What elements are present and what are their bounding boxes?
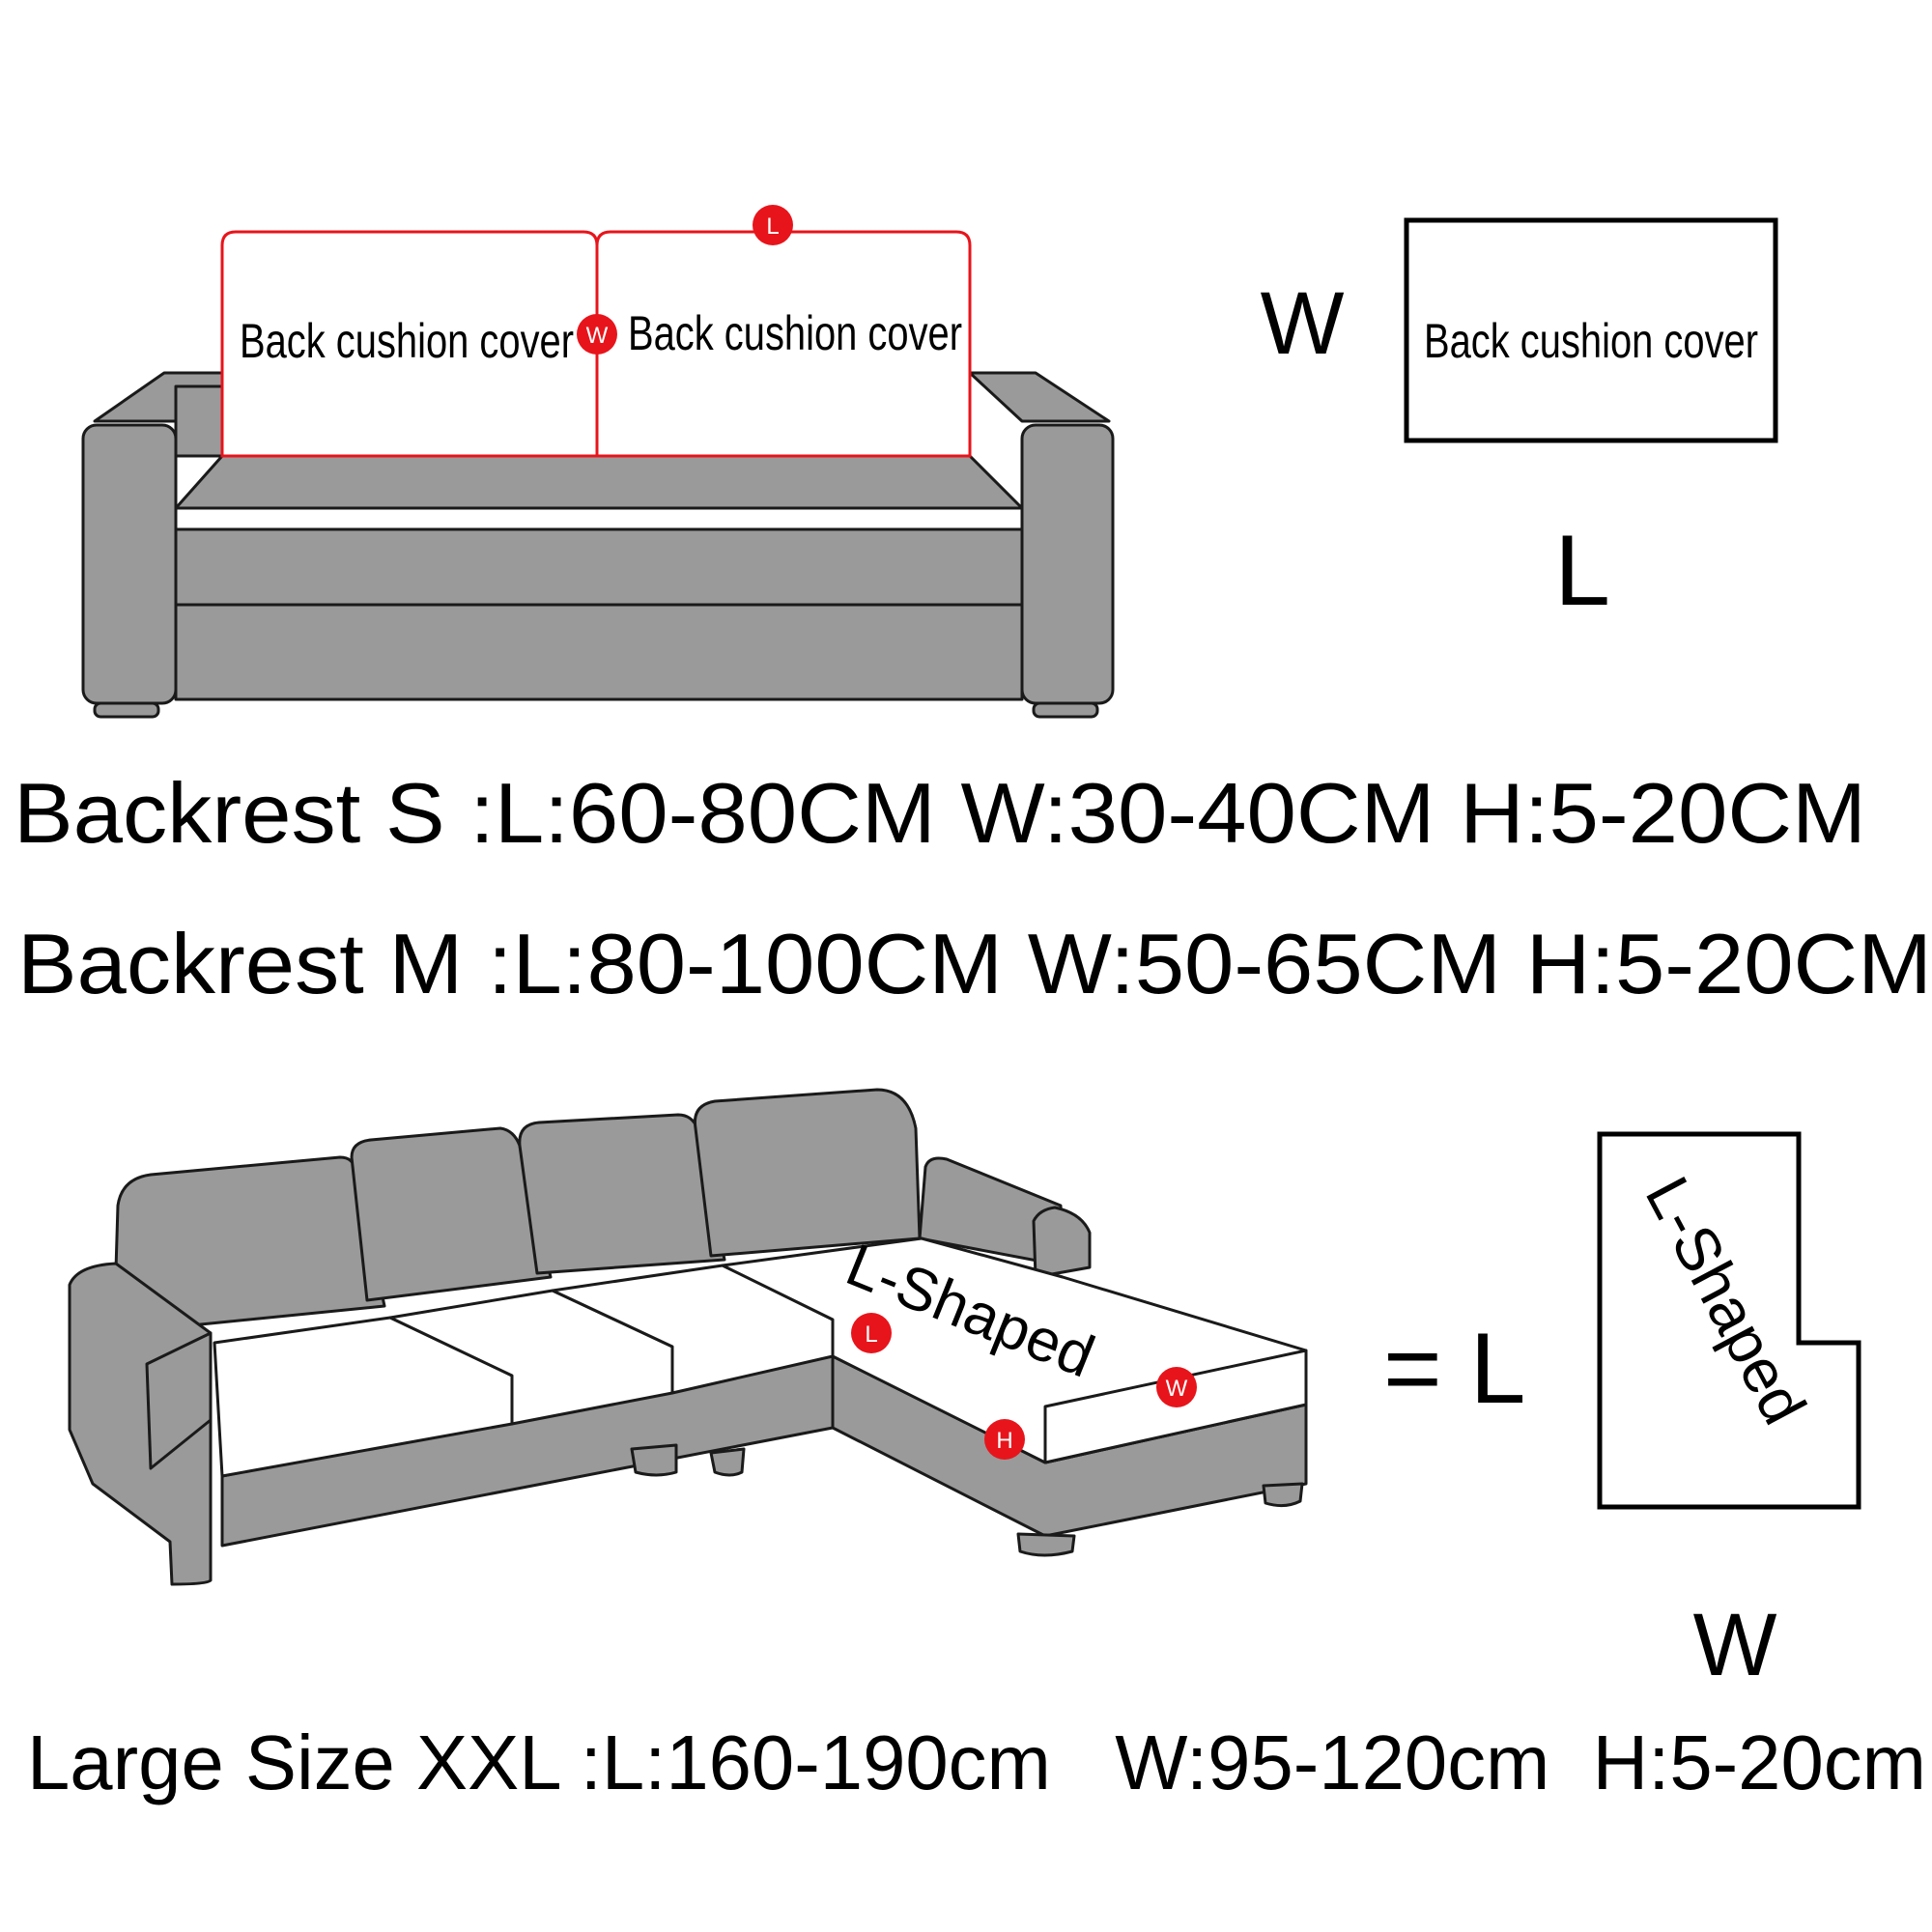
top-sofa-marker-w: W <box>577 314 617 355</box>
l-sofa-foot-1 <box>630 1443 678 1477</box>
top-sofa-marker-w-text: W <box>586 323 609 349</box>
l-sofa-marker-h: H <box>984 1419 1025 1460</box>
top-sofa-left-foot <box>93 701 160 719</box>
l-sofa-seat-covers <box>213 1236 1308 1478</box>
l-sofa-foot-3 <box>1016 1532 1076 1557</box>
back-cushion-cover-left-label: Back cushion cover <box>240 314 574 368</box>
l-sofa-back-cushion-4 <box>693 1088 922 1258</box>
top-diagram-l-label: L <box>1554 515 1610 627</box>
l-shaped-sofa-illustration <box>68 1088 1308 1586</box>
l-sofa-chaise-arm <box>1032 1206 1092 1279</box>
l-sofa-marker-w-text: W <box>1166 1376 1188 1402</box>
l-shaped-dimension-diagram: = L L-Shaped W <box>1383 1131 1861 1694</box>
back-cushion-cover-right <box>595 230 972 458</box>
top-sofa-marker-l-text: L <box>766 213 779 240</box>
l-sofa-back-cushion-3 <box>518 1113 726 1275</box>
backrest-s-spec: Backrest S :L:60-80CM W:30-40CM H:5-20CM <box>14 765 1866 861</box>
top-sofa-base <box>174 603 1024 701</box>
top-sofa-marker-l: L <box>753 205 793 245</box>
bottom-diagram-w-label: W <box>1693 1596 1777 1694</box>
back-cushion-dimension-diagram: W Back cushion cover L <box>1261 217 1778 627</box>
l-shaped-outline <box>1597 1131 1861 1510</box>
backrest-m-spec: Backrest M :L:80-100CM W:50-65CM H:5-20C… <box>17 916 1932 1011</box>
top-sofa-seat-front <box>174 527 1024 607</box>
l-sofa-marker-l-text: L <box>865 1321 877 1348</box>
l-sofa-left-arm-front <box>145 1331 213 1470</box>
top-sofa-right-foot <box>1032 701 1099 719</box>
l-sofa-marker-l: L <box>851 1313 892 1353</box>
top-sofa-right-arm-top <box>968 371 1111 423</box>
back-cushion-cover-box-label: Back cushion cover <box>1424 314 1758 368</box>
top-sofa-left-arm <box>81 423 178 705</box>
top-sofa-seat <box>174 454 1024 510</box>
back-cushion-cover-right-label: Back cushion cover <box>628 306 962 360</box>
top-diagram-w-label: W <box>1261 274 1345 373</box>
l-sofa-left-arm <box>68 1262 213 1586</box>
back-cushion-cover-box <box>1404 217 1778 443</box>
l-sofa-marker-w: W <box>1156 1367 1197 1407</box>
top-sofa-right-arm <box>1020 423 1115 705</box>
l-sofa-chaise-back <box>918 1156 1065 1267</box>
l-sofa-marker-h-text: H <box>996 1428 1012 1454</box>
large-size-xxl-spec: Large Size XXL :L:160-190cm W:95-120cm H… <box>27 1719 1926 1805</box>
equals-l-label: = L <box>1383 1313 1525 1425</box>
l-sofa-foot-2 <box>709 1447 746 1477</box>
top-back-cushion-covers: Back cushion cover Back cushion cover <box>220 230 972 458</box>
l-sofa-foot-4 <box>1262 1482 1304 1508</box>
